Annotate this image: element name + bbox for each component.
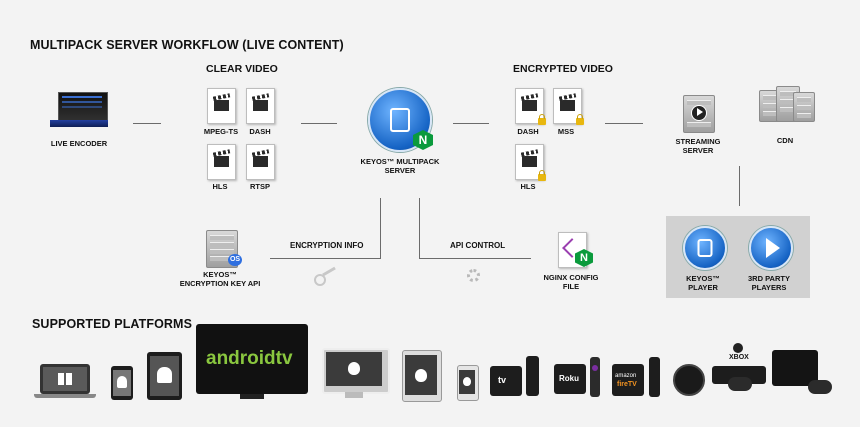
clear-format-label: RTSP	[249, 182, 270, 191]
key-api-line1: KEYOS™	[203, 270, 237, 279]
clear-video-heading: CLEAR VIDEO	[206, 63, 278, 75]
api-control-label: API CONTROL	[450, 241, 506, 250]
androidtv-logo: androidtv	[206, 348, 293, 369]
mpeg-ts-file-icon	[207, 88, 236, 124]
clear-format-label: DASH	[249, 127, 271, 136]
gear-icon	[467, 269, 480, 282]
clear-format-label: HLS	[212, 182, 228, 191]
arrow-streaming-to-players	[739, 166, 740, 206]
arrow-encrypted-to-streaming	[605, 123, 643, 124]
nginx-badge-icon: N	[413, 130, 433, 150]
tv-stand-icon	[240, 394, 264, 399]
supported-platforms-heading: SUPPORTED PLATFORMS	[32, 317, 193, 331]
rtsp-file-icon	[246, 144, 275, 180]
xbox-label: XBOX	[729, 354, 749, 361]
third-party-line1: 3RD PARTY	[748, 274, 790, 283]
streaming-server-icon	[683, 95, 715, 133]
dash-file-icon	[246, 88, 275, 124]
nginx-config-badge-icon: N	[575, 249, 593, 267]
dash-encrypted-file-icon	[515, 88, 546, 125]
server-label-line2: SERVER	[384, 166, 416, 175]
hls-encrypted-file-icon	[515, 144, 546, 181]
streaming-server-line2: SERVER	[682, 146, 714, 155]
roku-label: Roku	[559, 374, 579, 383]
mss-encrypted-file-icon	[553, 88, 584, 125]
encrypted-format-label: HLS	[520, 182, 536, 191]
hls-file-icon	[207, 144, 236, 180]
key-api-line2: ENCRYPTION KEY API	[179, 279, 261, 288]
encrypted-format-label: DASH	[517, 127, 539, 136]
connector-key-api-vertical	[380, 198, 381, 259]
connector-key-api	[270, 258, 381, 259]
connector-api-control	[419, 258, 531, 259]
page-title: MULTIPACK SERVER WORKFLOW (LIVE CONTENT)	[30, 38, 344, 52]
android-tv-icon	[196, 324, 308, 394]
clear-format-label: MPEG-TS	[203, 127, 239, 136]
arrow-clear-to-server	[301, 123, 337, 124]
firetv-label: fireTV	[617, 381, 637, 388]
arrow-encoder-to-clear	[133, 123, 161, 124]
streaming-server-line1: STREAMING	[675, 137, 721, 146]
arrow-server-to-encrypted	[453, 123, 489, 124]
cdn-label: CDN	[776, 136, 794, 145]
connector-api-vertical	[419, 198, 420, 259]
nginx-config-line2: FILE	[562, 282, 580, 291]
third-party-line2: PLAYERS	[751, 283, 787, 292]
live-encoder-label: LIVE ENCODER	[50, 139, 108, 148]
encrypted-format-label: MSS	[557, 127, 575, 136]
amazon-label: amazon	[615, 373, 637, 379]
apple-tv-label: tv	[498, 375, 507, 385]
encrypted-video-heading: ENCRYPTED VIDEO	[513, 63, 613, 75]
chromecast-icon	[673, 364, 705, 396]
keyos-player-icon	[683, 226, 727, 270]
server-label-line1: KEYOS™ MULTIPACK	[360, 157, 440, 166]
third-party-player-icon	[749, 226, 793, 270]
encryption-info-label: ENCRYPTION INFO	[290, 241, 364, 250]
os-badge-icon: OS	[228, 254, 242, 266]
keyos-player-line1: KEYOS™	[686, 274, 720, 283]
keyos-player-line2: PLAYER	[688, 283, 718, 292]
nginx-config-line1: NGINX CONFIG	[543, 273, 599, 282]
